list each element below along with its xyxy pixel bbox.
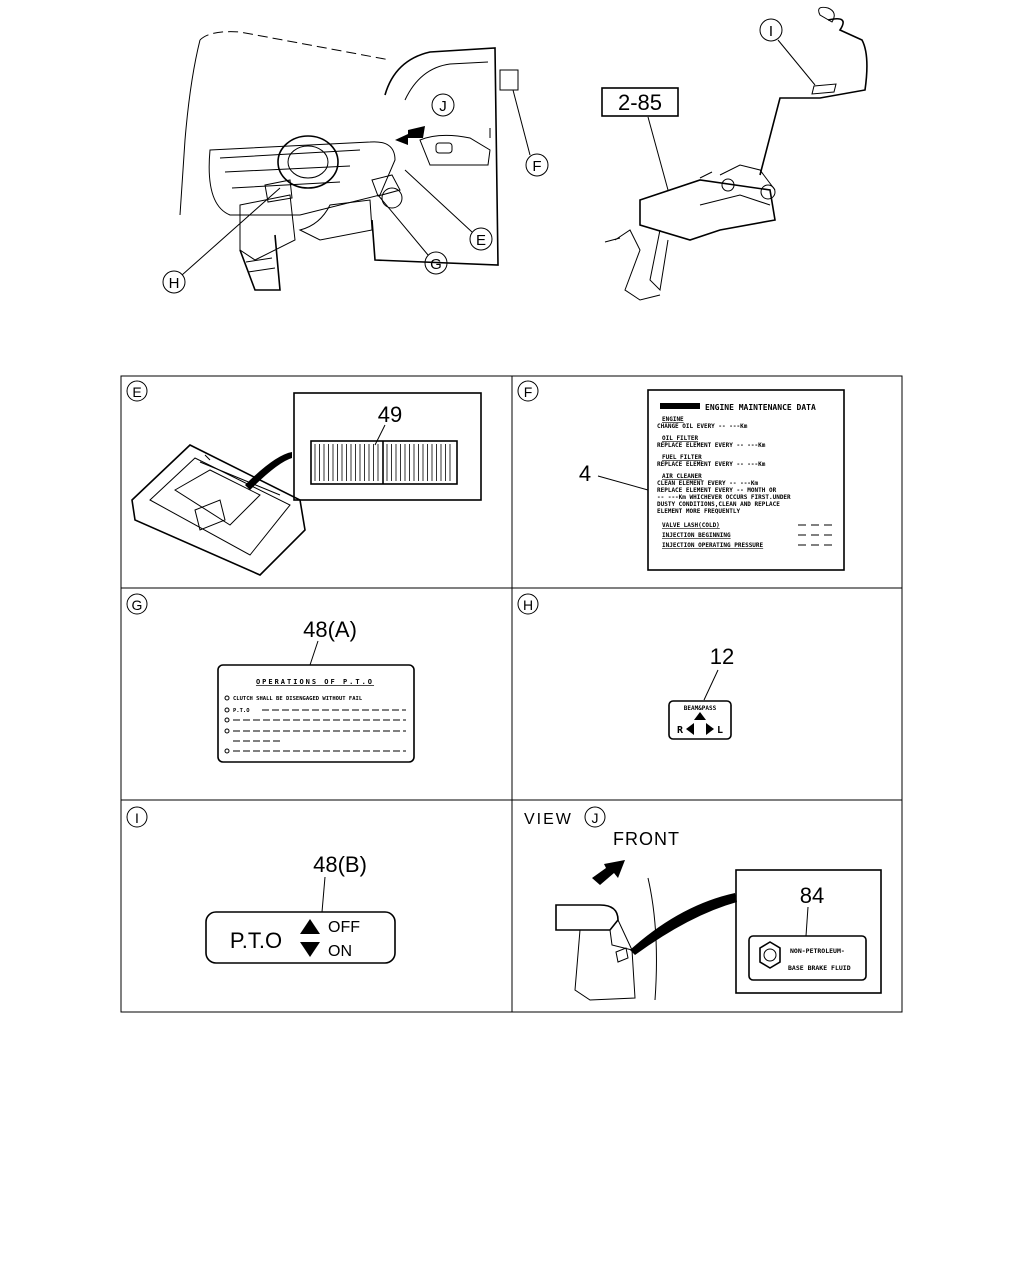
callout-F-label: F	[532, 158, 541, 175]
callout-H: H	[162, 187, 281, 294]
callout-I-label: I	[769, 23, 773, 40]
pto-ops-title: OPERATIONS OF P.T.O	[256, 678, 374, 686]
maint-line: INJECTION BEGINNING	[662, 532, 731, 539]
arrow-left-icon	[686, 723, 694, 735]
panel-J-part-no: 84	[800, 883, 824, 908]
panel-E-part-no: 49	[378, 402, 402, 427]
maint-line: CHANGE OIL EVERY -- ---Km	[657, 423, 748, 430]
maint-line: ENGINE	[662, 416, 684, 423]
view-label: VIEW	[524, 811, 573, 828]
panel-F-part-no: 4	[579, 461, 591, 486]
maint-line: CLEAN ELEMENT EVERY -- ---Km	[657, 480, 759, 487]
panel-F-letter: F	[524, 384, 533, 400]
left-indicator: L	[717, 725, 723, 736]
arrow-up-icon	[694, 712, 706, 720]
maint-line: ELEMENT MORE FREQUENTLY	[657, 508, 740, 515]
callout-H-label: H	[169, 275, 180, 292]
panel-I-part-no: 48(B)	[313, 852, 367, 877]
brake-reservoir-illustration	[555, 877, 737, 1001]
hexagon-icon	[759, 941, 781, 969]
glove-box-illustration	[131, 444, 306, 576]
beam-pass-text: BEAM&PASS	[684, 705, 717, 712]
maint-line: FUEL FILTER	[662, 454, 702, 461]
panel-G: G 48(A) OPERATIONS OF P.T.O CLUTCH SHALL…	[126, 593, 415, 763]
callout-G-label: G	[430, 256, 442, 273]
panel-G-part-no: 48(A)	[303, 617, 357, 642]
maint-line: INJECTION OPERATING PRESSURE	[662, 542, 764, 549]
fluid-line1: NON-PETROLEUM-	[790, 947, 845, 955]
pto-text: P.T.O	[230, 928, 282, 953]
maint-line: AIR CLEANER	[662, 473, 702, 480]
callout-E-label: E	[476, 232, 486, 249]
callout-J-label: J	[439, 98, 447, 115]
maint-line: OIL FILTER	[662, 435, 699, 442]
callout-I: I	[759, 18, 816, 86]
callout-E: E	[404, 169, 493, 251]
front-arrow-icon	[592, 860, 625, 885]
arrow-right-icon	[706, 723, 714, 735]
panel-H-letter: H	[523, 597, 533, 613]
maint-line: VALVE LASH(COLD)	[662, 522, 720, 529]
panel-E-letter: E	[132, 384, 141, 400]
triangle-up-icon	[300, 919, 320, 934]
panel-I-letter: I	[135, 810, 139, 826]
panel-H-part-no: 12	[710, 644, 734, 669]
triangle-down-icon	[300, 942, 320, 957]
panel-F: F 4 ENGINE MAINTENANCE DATA ENGINE CHANG…	[517, 380, 845, 571]
pto-off-text: OFF	[328, 919, 360, 936]
panel-grid	[120, 375, 903, 1013]
panel-G-letter: G	[132, 597, 143, 613]
panel-H: H 12 BEAM&PASS R L	[517, 593, 734, 740]
panel-I: I 48(B) P.T.O OFF ON	[126, 806, 396, 964]
maint-line: REPLACE ELEMENT EVERY -- MONTH OR	[657, 487, 777, 494]
maint-line: -- ---Km WHICHEVER OCCURS FIRST.UNDER	[657, 494, 791, 501]
right-indicator: R	[677, 725, 684, 736]
fluid-line2: BASE BRAKE FLUID	[788, 964, 851, 972]
pto-lever-illustration	[604, 6, 868, 301]
pto-ops-line2: P.T.O	[233, 708, 250, 714]
ref-box-2-85: 2-85	[601, 87, 679, 191]
panel-E: E 49	[126, 380, 482, 576]
maint-line: REPLACE ELEMENT EVERY -- ---Km	[657, 461, 766, 468]
cab-interior-illustration	[179, 31, 519, 291]
callout-J: J	[431, 93, 455, 117]
maint-line: DUSTY CONDITIONS,CLEAN AND REPLACE	[657, 501, 780, 508]
callout-F: F	[512, 89, 549, 177]
callout-G: G	[377, 194, 448, 275]
panel-J-letter: J	[592, 810, 599, 826]
pto-ops-line1: CLUTCH SHALL BE DISENGAGED WITHOUT FAIL	[233, 696, 363, 702]
pto-on-text: ON	[328, 943, 352, 960]
maint-line: REPLACE ELEMENT EVERY -- ---Km	[657, 442, 766, 449]
front-label: FRONT	[613, 829, 680, 849]
maintenance-title: ENGINE MAINTENANCE DATA	[705, 403, 816, 412]
label-49-stripes	[314, 444, 451, 481]
panel-J: VIEW J FRONT 84 NON-PETROLEUM- BASE BRAK…	[524, 806, 882, 1001]
ref-box-label: 2-85	[618, 90, 662, 115]
